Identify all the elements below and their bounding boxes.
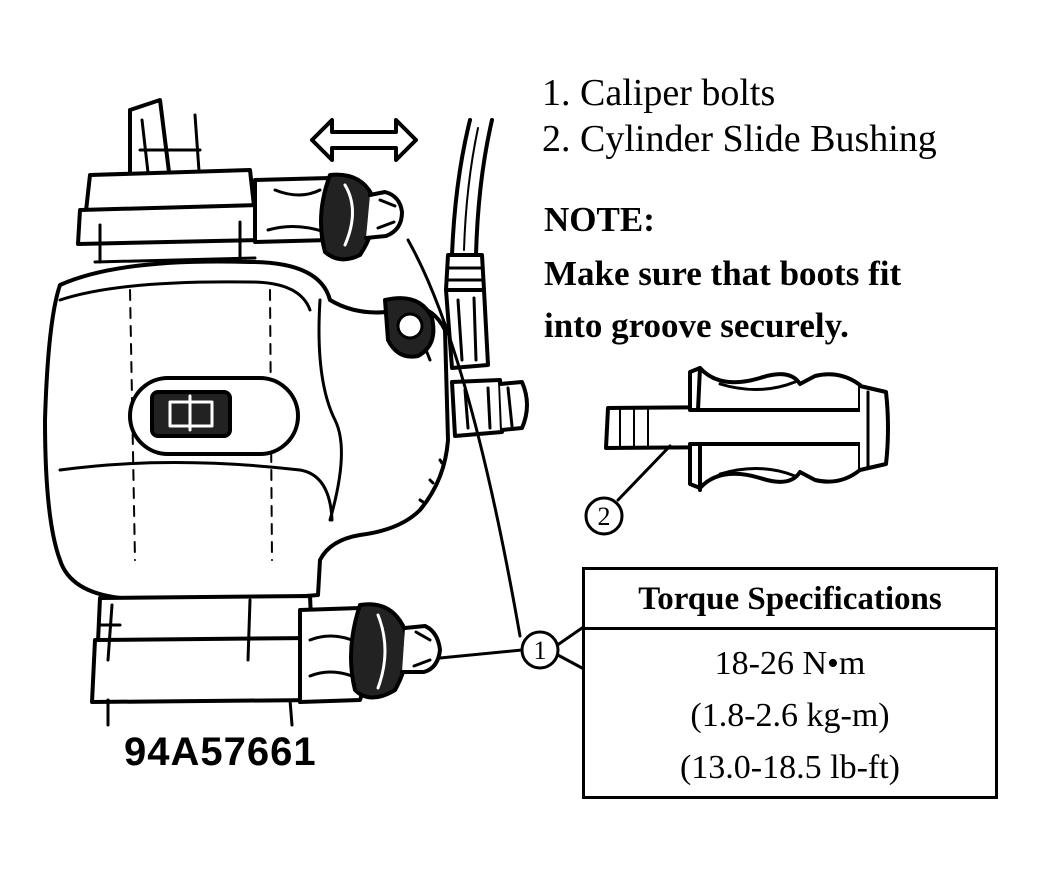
legend-item-caliper-bolts: 1. Caliper bolts — [542, 72, 776, 114]
caliper-body — [43, 259, 450, 601]
hose-fitting — [450, 378, 529, 438]
slide-bushing-detail — [604, 366, 890, 492]
torque-value-kgm: (1.8-2.6 kg-m) — [690, 697, 890, 734]
legend-item-slide-bushing: 2. Cylinder Slide Bushing — [542, 118, 937, 160]
callout-1-leaders — [406, 238, 584, 670]
upper-slide-pin — [253, 172, 404, 262]
note-heading: NOTE: — [544, 200, 655, 239]
lower-pad-bracket — [90, 594, 320, 727]
note-line-2: into groove securely. — [544, 306, 849, 345]
callout-2-number: 2 — [598, 502, 611, 531]
callout-1-number: 1 — [534, 636, 547, 665]
callout-1 — [520, 630, 560, 670]
callout-2 — [584, 496, 624, 536]
figure-id: 94A57661 — [124, 730, 317, 774]
torque-value-nm: 18-26 N•m — [714, 645, 866, 682]
note-line-1: Make sure that boots fit — [544, 254, 902, 293]
movement-arrow-icon — [310, 118, 418, 162]
torque-spec-box: Torque Specifications 18-26 N•m (1.8-2.6… — [582, 567, 998, 799]
callout-2-leader — [616, 444, 672, 502]
torque-spec-title: Torque Specifications — [585, 570, 995, 630]
lower-slide-pin — [298, 602, 442, 704]
torque-value-lbft: (13.0-18.5 lb-ft) — [679, 749, 900, 786]
upper-pad-bracket — [76, 168, 264, 264]
torque-spec-values: 18-26 N•m (1.8-2.6 kg-m) (13.0-18.5 lb-f… — [585, 630, 995, 794]
brake-hose — [444, 118, 494, 370]
